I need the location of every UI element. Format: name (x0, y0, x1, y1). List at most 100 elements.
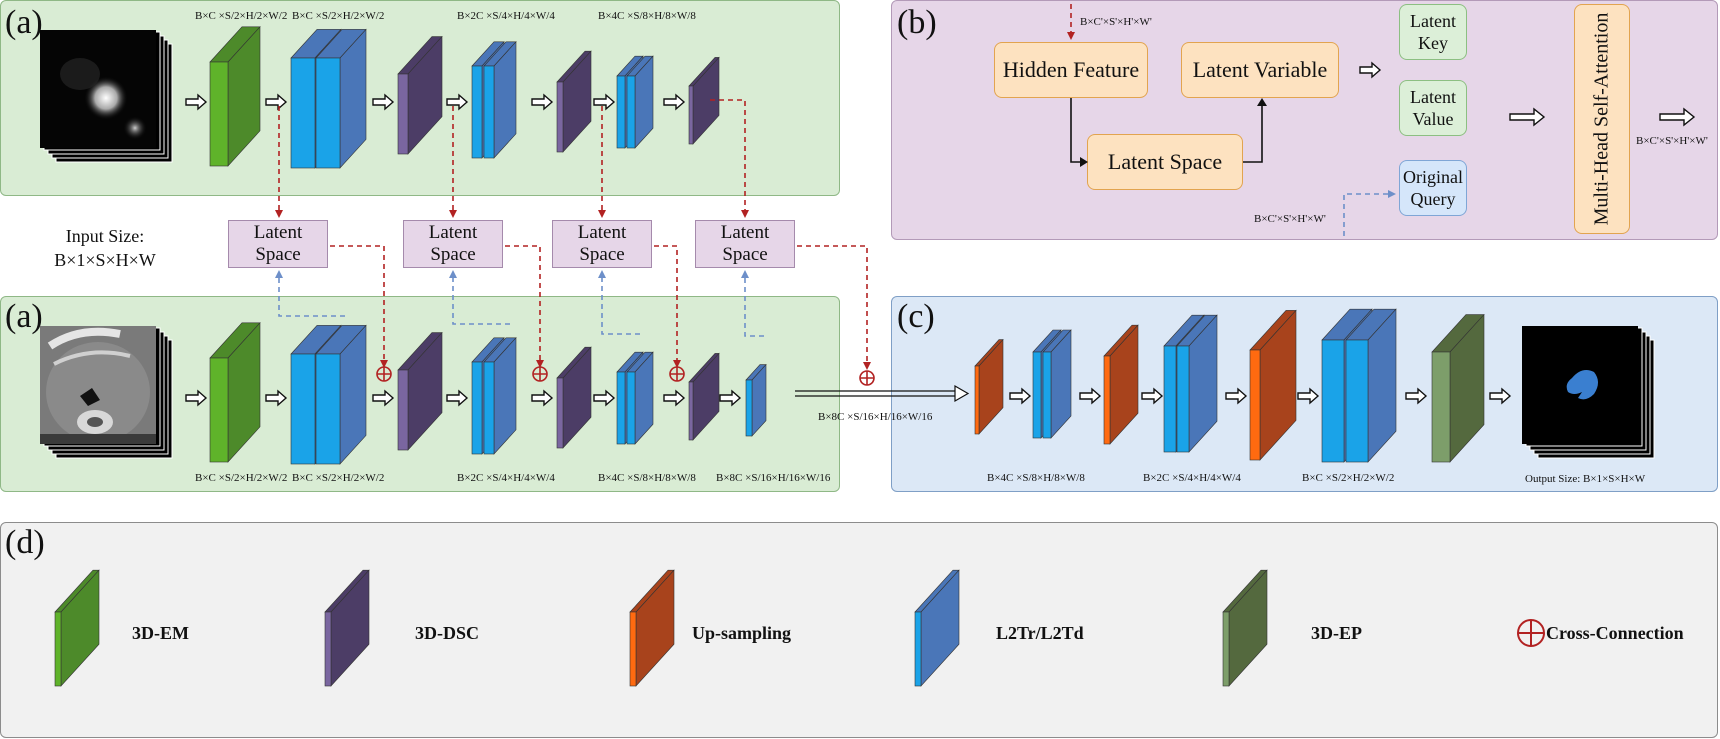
cross-red-1-head (275, 210, 283, 218)
bottom-size-label-5: B×8C ×S/16×H/16×W/16 (716, 472, 831, 484)
decoder-size-label-1: B×4C ×S/8×H/8×W/8 (987, 472, 1085, 484)
decoder-arrow-4 (1225, 387, 1248, 405)
legend-panel (0, 522, 1718, 738)
bridge-size-label: B×8C ×S/16×H/16×W/16 (818, 411, 933, 423)
3d-dsc-block-icon (324, 569, 370, 687)
decoder-3d-ep-block (1431, 313, 1485, 463)
cross-red-4-down (710, 99, 746, 212)
latent-space-box-4: Latent Space (695, 220, 795, 268)
latent-space-to-variable-head (1257, 98, 1267, 106)
bottom-l2tr-block-3b (626, 351, 654, 445)
feedback-blue-4-head (741, 270, 749, 278)
decoder-size-label-2: B×2C ×S/4×H/4×W/4 (1143, 472, 1241, 484)
decoder-size-label-3: B×C ×S/2×H/2×W/2 (1302, 472, 1395, 484)
3d-ep-block-icon (1222, 569, 1268, 687)
cross-connection-plus-3 (669, 366, 685, 382)
top-l2tr-block-2b (483, 41, 517, 159)
panel-label-a-top: (a) (5, 4, 43, 41)
cross-connection-plus-2 (532, 366, 548, 382)
bottom-arrow-8 (719, 389, 742, 407)
cross-red-2-in (505, 245, 541, 362)
bottom-3d-dsc-block-3 (688, 352, 720, 441)
hidden-to-latent-space-line (1070, 98, 1080, 163)
original-query-box: Original Query (1399, 160, 1467, 216)
decoder-arrow-6 (1405, 387, 1428, 405)
decoder-l2td-block-3b (1345, 308, 1397, 463)
cross-connection-plus-4 (859, 370, 875, 386)
feedback-blue-2 (452, 278, 510, 325)
decoder-up-sampling-block-2 (1103, 324, 1139, 445)
attention-size-in: B×C'×S'×H'×W' (1080, 16, 1152, 28)
latent-space-box-2: Latent Space (403, 220, 503, 268)
l2tr-block-icon (914, 569, 960, 687)
bottom-size-label-3: B×2C ×S/4×H/4×W/4 (457, 472, 555, 484)
top-size-label-2: B×C ×S/2×H/2×W/2 (292, 10, 385, 22)
panel-label-c: (c) (897, 298, 935, 335)
attention-size-out: B×C'×S'×H'×W' (1636, 135, 1708, 147)
cross-red-4-in (797, 245, 868, 364)
decoder-arrow-7 (1489, 387, 1512, 405)
attention-arrow-to-kv (1359, 61, 1382, 79)
bottom-arrow-5 (531, 389, 554, 407)
top-arrow-4 (446, 93, 469, 111)
latent-space-to-variable-line (1243, 106, 1263, 163)
bottom-arrow-1 (185, 389, 208, 407)
feedback-blue-2-head (449, 270, 457, 278)
bottom-arrow-2 (265, 389, 288, 407)
latent-space-node: Latent Space (1087, 134, 1243, 190)
top-3d-em-block (209, 26, 261, 167)
cross-red-1-in-head (380, 360, 388, 368)
attention-size-query: B×C'×S'×H'×W' (1254, 213, 1326, 225)
cross-red-1-in (330, 245, 385, 362)
latent-space-box-1: Latent Space (228, 220, 328, 268)
panel-label-d: (d) (5, 524, 45, 561)
top-size-label-1: B×C ×S/2×H/2×W/2 (195, 10, 288, 22)
bottom-3d-dsc-block-1 (397, 331, 443, 451)
bottom-arrow-6 (593, 389, 616, 407)
top-size-label-4: B×4C ×S/8×H/8×W/8 (598, 10, 696, 22)
bottom-arrow-7 (663, 389, 686, 407)
legend-label-3d-dsc: 3D-DSC (415, 623, 480, 643)
decoder-arrow-3 (1141, 387, 1164, 405)
decoder-l2td-block-2b (1176, 314, 1218, 453)
panel-label-b: (b) (897, 4, 937, 41)
top-arrow-2 (265, 93, 288, 111)
legend-label-3d-em: 3D-EM (132, 623, 189, 643)
bottom-l2tr-block-1b (315, 324, 367, 465)
latent-variable-box: Latent Variable (1181, 42, 1339, 98)
input-pet-image (40, 30, 180, 168)
bottom-arrow-4 (446, 389, 469, 407)
top-arrow-5 (531, 93, 554, 111)
bottom-size-label-4: B×4C ×S/8×H/8×W/8 (598, 472, 696, 484)
cross-red-3-in (654, 245, 678, 362)
legend-label-3d-ep: 3D-EP (1311, 623, 1362, 643)
multi-head-self-attention-box: Multi-Head Self-Attention (1574, 4, 1630, 234)
bottom-arrow-3 (372, 389, 395, 407)
decoder-up-sampling-block-1 (974, 338, 1004, 435)
bottom-size-label-1: B×C ×S/2×H/2×W/2 (195, 472, 288, 484)
decoder-arrow-2 (1079, 387, 1102, 405)
top-arrow-7 (663, 93, 686, 111)
bottom-3d-em-block (209, 322, 261, 463)
bottom-l2tr-block-4 (745, 363, 767, 437)
hidden-to-latent-space-head (1080, 157, 1088, 167)
top-l2tr-block-1b (315, 28, 367, 169)
decoder-l2td-block-1b (1042, 329, 1072, 439)
top-l2tr-block-3b (626, 55, 654, 149)
hidden-feature-box: Hidden Feature (994, 42, 1148, 98)
feedback-blue-3 (601, 278, 640, 335)
top-size-label-3: B×2C ×S/4×H/4×W/4 (457, 10, 555, 22)
attention-arrow-to-mhsa (1509, 107, 1546, 127)
decoder-arrow-5 (1297, 387, 1320, 405)
cross-red-3-head (598, 210, 606, 218)
output-mask-image (1522, 326, 1662, 464)
top-3d-dsc-block-1 (397, 35, 443, 155)
top-arrow-6 (593, 93, 616, 111)
bottom-l2tr-block-2b (483, 337, 517, 455)
input-size-value: B×1×S×H×W (54, 250, 156, 270)
cross-red-2-in-head (536, 360, 544, 368)
bottom-size-label-2: B×C ×S/2×H/2×W/2 (292, 472, 385, 484)
latent-key-box: Latent Key (1399, 4, 1467, 60)
query-dash (1343, 193, 1388, 236)
top-3d-dsc-block-2 (556, 50, 592, 153)
